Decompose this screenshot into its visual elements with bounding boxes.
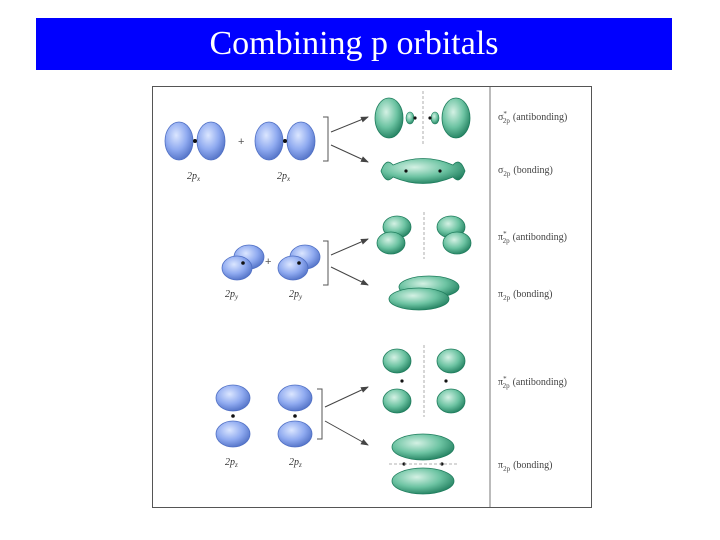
- label-2py-left: 2py: [225, 289, 239, 301]
- arrow-bonding: [330, 144, 369, 163]
- sigma-star-orbital: [374, 91, 471, 145]
- label-pi-star-z: π*2p(antibonding): [498, 375, 567, 390]
- label-2px-left: 2px: [187, 171, 201, 183]
- slide-title: Combining p orbitals: [209, 25, 499, 62]
- pi-star-orbital-y: [376, 212, 472, 259]
- atomic-orbital-2py-left: [221, 244, 265, 281]
- label-2py-right: 2py: [289, 289, 303, 301]
- arrow-bonding: [324, 420, 369, 446]
- atomic-orbital-2px-left: [164, 121, 226, 161]
- bracket: [323, 240, 329, 286]
- atomic-orbital-2pz-left: [215, 384, 251, 448]
- orbital-figure: + 2px 2px: [152, 86, 592, 508]
- label-2pz-left: 2pz: [225, 457, 238, 469]
- label-sigma-star: σ*2p(antibonding): [498, 110, 567, 125]
- atomic-orbital-2pz-right: [277, 384, 313, 448]
- label-pi-z: π2p(bonding): [498, 460, 553, 473]
- pi-bonding-orbital-z: [389, 433, 457, 495]
- bracket: [317, 388, 323, 440]
- orbital-diagram: + 2px 2px: [164, 87, 567, 507]
- label-2pz-right: 2pz: [289, 457, 302, 469]
- title-bar: Combining p orbitals: [36, 18, 672, 70]
- bracket: [323, 116, 329, 162]
- arrow-antibonding: [324, 386, 369, 408]
- plus-sign: +: [238, 136, 244, 148]
- arrow-antibonding: [330, 116, 369, 133]
- pi-bonding-orbital-y: [388, 275, 460, 311]
- row-pz: 2pz 2pz π*2p(antibonding): [215, 345, 567, 495]
- label-2px-right: 2px: [277, 171, 291, 183]
- arrow-antibonding: [330, 238, 369, 256]
- label-sigma: σ2p(bonding): [498, 165, 553, 178]
- plus-sign: +: [265, 256, 271, 268]
- sigma-bonding-orbital: [380, 158, 466, 184]
- row-py: + 2py 2py π*2p(antibonding): [221, 212, 567, 311]
- row-px: + 2px 2px: [164, 91, 567, 184]
- atomic-orbital-2px-right: [254, 121, 316, 161]
- label-pi-star-y: π*2p(antibonding): [498, 230, 567, 245]
- label-pi-y: π2p(bonding): [498, 289, 553, 302]
- arrow-bonding: [330, 266, 369, 286]
- pi-star-orbital-z: [382, 345, 466, 417]
- atomic-orbital-2py-right: [277, 244, 321, 281]
